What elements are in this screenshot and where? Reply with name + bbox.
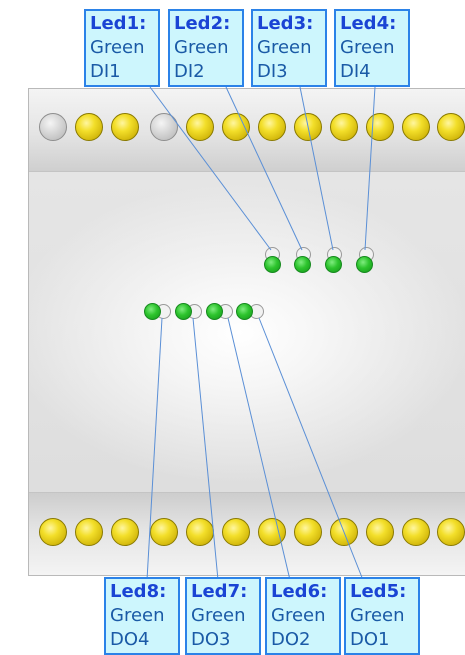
callout-led1-title: Led1: bbox=[90, 13, 147, 34]
terminal-top-2 bbox=[75, 113, 103, 141]
terminal-top-10 bbox=[366, 113, 394, 141]
callout-led6: Led6: Green DO2 bbox=[265, 577, 341, 655]
callout-led3: Led3: Green DI3 bbox=[251, 9, 327, 87]
terminal-top-1 bbox=[39, 113, 67, 141]
callout-led1-color: Green bbox=[90, 37, 145, 58]
callout-led1: Led1: Green DI1 bbox=[84, 9, 160, 87]
callout-led5-signal: DO1 bbox=[350, 629, 390, 650]
terminal-top-7 bbox=[258, 113, 286, 141]
callout-led2-title: Led2: bbox=[174, 13, 231, 34]
terminal-bottom-2 bbox=[75, 518, 103, 546]
terminal-top-9 bbox=[330, 113, 358, 141]
leader-line-led6 bbox=[227, 317, 291, 581]
callout-led8-color: Green bbox=[110, 605, 165, 626]
callout-led8-signal: DO4 bbox=[110, 629, 150, 650]
terminal-bottom-12 bbox=[437, 518, 465, 546]
callout-led4: Led4: Green DI4 bbox=[334, 9, 410, 87]
terminal-bottom-8 bbox=[294, 518, 322, 546]
callout-led4-signal: DI4 bbox=[340, 61, 371, 82]
callout-led8-title: Led8: bbox=[110, 581, 167, 602]
callout-led8: Led8: Green DO4 bbox=[104, 577, 180, 655]
led4 bbox=[356, 256, 373, 273]
led7 bbox=[175, 303, 192, 320]
led8 bbox=[144, 303, 161, 320]
callout-led6-signal: DO2 bbox=[271, 629, 311, 650]
leader-line-led8 bbox=[146, 317, 163, 581]
callout-led6-color: Green bbox=[271, 605, 326, 626]
callout-led1-signal: DI1 bbox=[90, 61, 121, 82]
led2 bbox=[294, 256, 311, 273]
callout-led3-color: Green bbox=[257, 37, 312, 58]
terminal-bottom-4 bbox=[150, 518, 178, 546]
leader-line-led3 bbox=[299, 86, 334, 251]
callout-led4-title: Led4: bbox=[340, 13, 397, 34]
terminal-bottom-3 bbox=[111, 518, 139, 546]
callout-led7-title: Led7: bbox=[191, 581, 248, 602]
terminal-top-11 bbox=[402, 113, 430, 141]
callout-led2-signal: DI2 bbox=[174, 61, 205, 82]
callout-led7: Led7: Green DO3 bbox=[185, 577, 261, 655]
leader-line-led1 bbox=[149, 86, 272, 251]
callout-led3-signal: DI3 bbox=[257, 61, 288, 82]
callout-led5: Led5: Green DO1 bbox=[344, 577, 420, 655]
led6 bbox=[206, 303, 223, 320]
led3 bbox=[325, 256, 342, 273]
terminal-bottom-1 bbox=[39, 518, 67, 546]
terminal-top-12 bbox=[437, 113, 465, 141]
callout-led5-title: Led5: bbox=[350, 581, 407, 602]
callout-led2-color: Green bbox=[174, 37, 229, 58]
callout-led6-title: Led6: bbox=[271, 581, 328, 602]
callout-led7-signal: DO3 bbox=[191, 629, 231, 650]
terminal-top-6 bbox=[222, 113, 250, 141]
leader-line-led2 bbox=[225, 86, 303, 251]
leader-line-led7 bbox=[192, 317, 219, 581]
terminal-bottom-10 bbox=[366, 518, 394, 546]
callout-led7-color: Green bbox=[191, 605, 246, 626]
terminal-top-4 bbox=[150, 113, 178, 141]
callout-led2: Led2: Green DI2 bbox=[168, 9, 244, 87]
callout-led5-color: Green bbox=[350, 605, 405, 626]
leader-line-led5 bbox=[258, 317, 364, 581]
terminal-top-3 bbox=[111, 113, 139, 141]
terminal-bottom-11 bbox=[402, 518, 430, 546]
terminal-top-8 bbox=[294, 113, 322, 141]
led1 bbox=[264, 256, 281, 273]
terminal-bottom-6 bbox=[222, 518, 250, 546]
led5 bbox=[236, 303, 253, 320]
callout-led3-title: Led3: bbox=[257, 13, 314, 34]
terminal-top-5 bbox=[186, 113, 214, 141]
callout-led4-color: Green bbox=[340, 37, 395, 58]
leader-line-led4 bbox=[364, 86, 376, 251]
